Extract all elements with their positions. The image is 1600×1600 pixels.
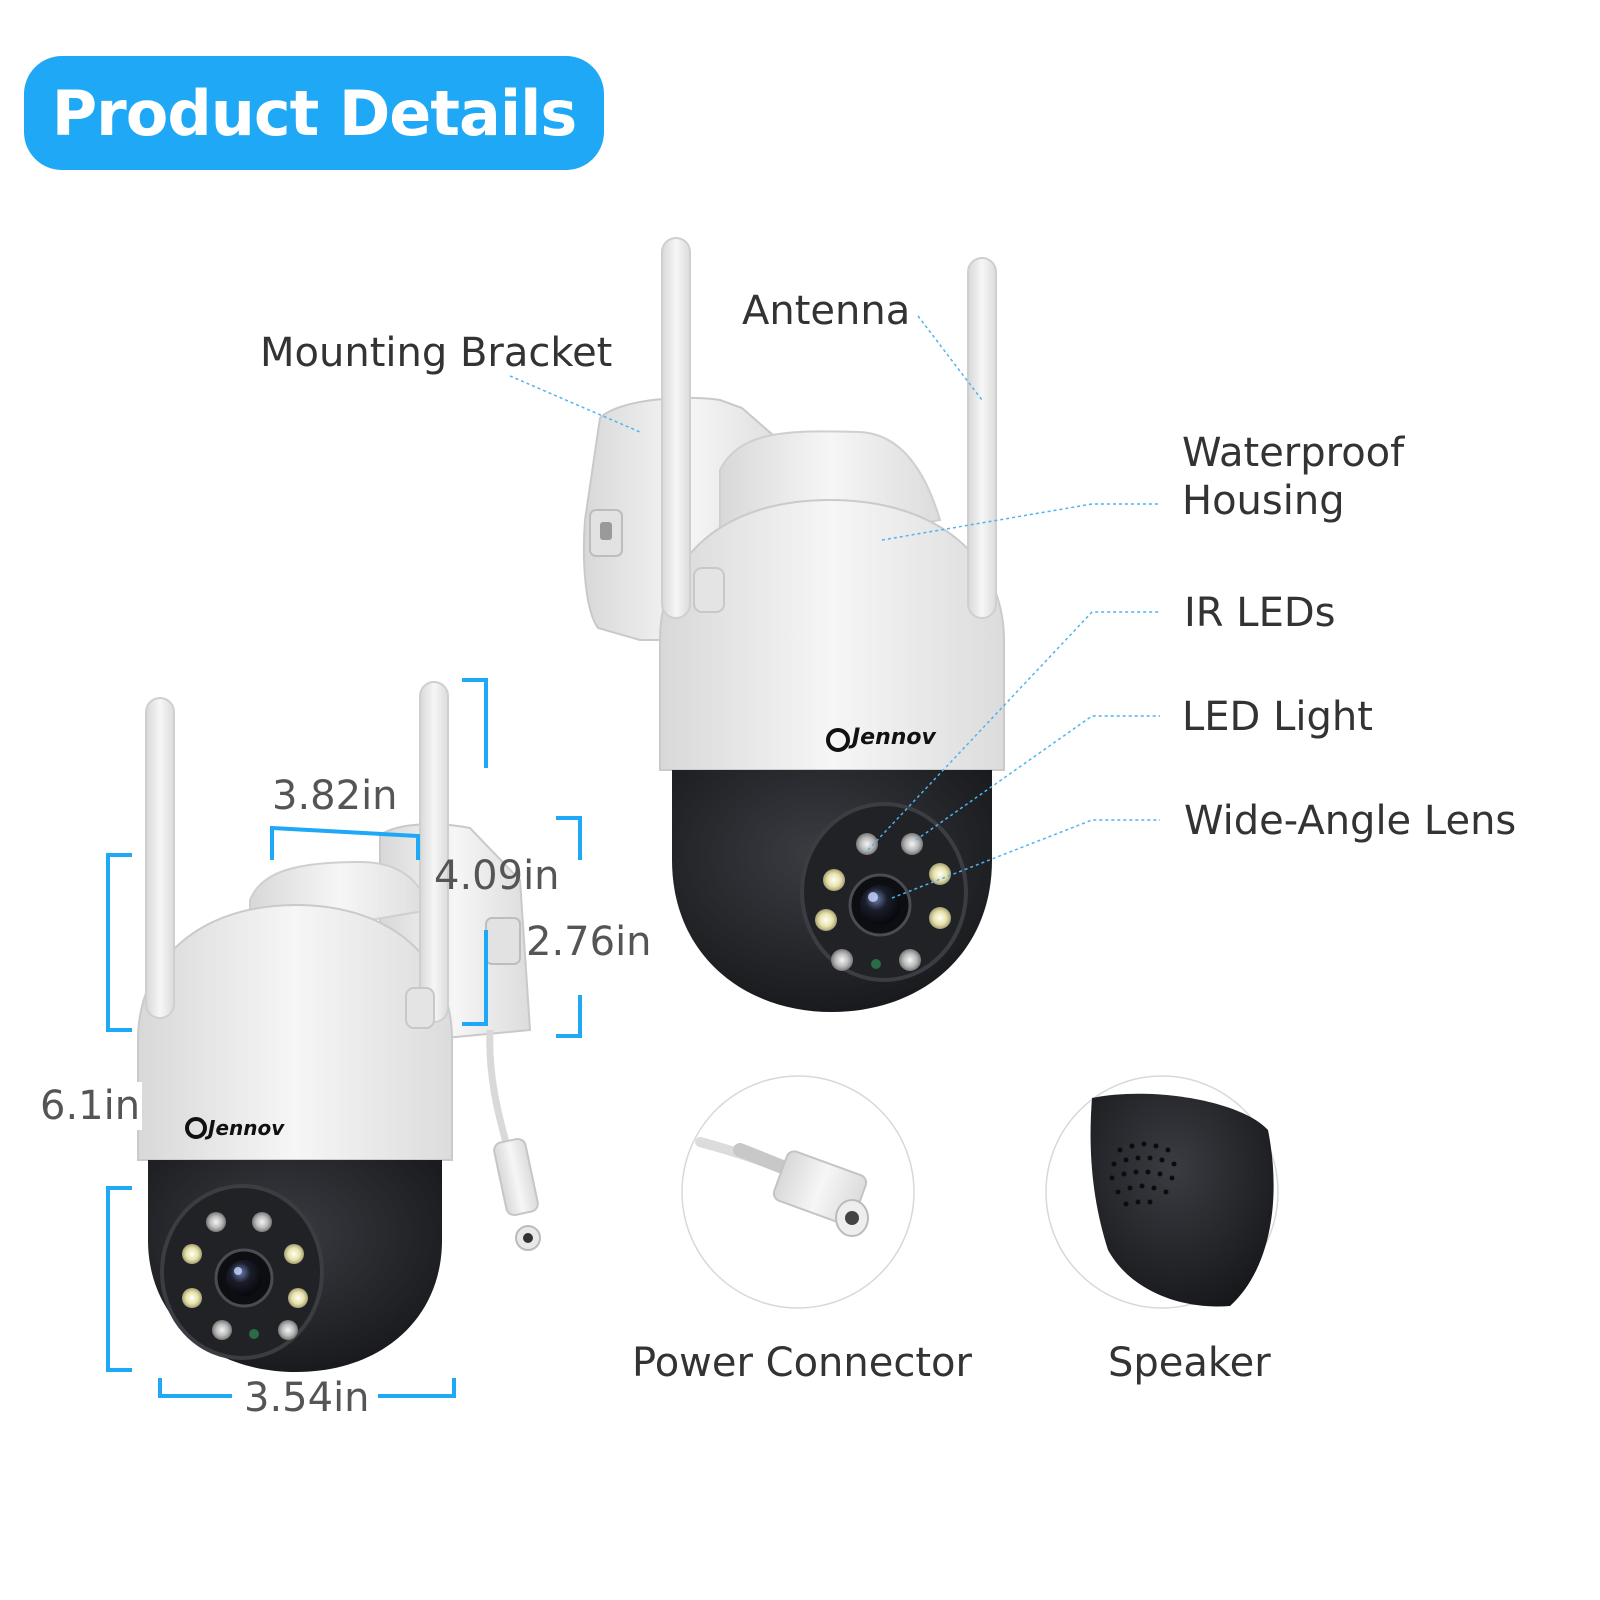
secondary-brand-logo: Jennov (208, 1116, 285, 1140)
dimension-lines (106, 678, 582, 1398)
dim-bracket-width: 3.82in (270, 772, 400, 820)
main-ir-led-group (831, 833, 923, 971)
speaker-detail (1045, 1075, 1279, 1309)
main-brand-logo: Jennov (852, 725, 936, 750)
label-ir-leds: IR LEDs (1184, 590, 1336, 636)
main-lens-shape (860, 885, 900, 925)
dim-total-height: 6.1in (38, 1082, 143, 1130)
antenna-right-shape (967, 257, 997, 619)
dim-bracket-depth: 4.09in (434, 853, 560, 899)
callout-leaders (509, 315, 1160, 899)
waterproof-housing-shape (659, 498, 1005, 771)
label-power-connector: Power Connector (632, 1340, 972, 1386)
secondary-camera (137, 681, 541, 1372)
page-title: Product Details (51, 76, 578, 150)
main-led-light-group (815, 863, 951, 931)
speaker-grille (1109, 1141, 1177, 1207)
label-waterproof-line2: Housing (1182, 478, 1345, 524)
main-camera (582, 237, 1005, 1012)
label-led-light: LED Light (1182, 694, 1373, 740)
label-waterproof-line1: Waterproof (1182, 430, 1405, 476)
label-antenna: Antenna (742, 288, 911, 334)
label-mounting-bracket: Mounting Bracket (260, 330, 613, 376)
header-pill: Product Details (24, 56, 604, 170)
dim-bracket-height: 2.76in (526, 919, 652, 965)
dim-dome-width: 3.54in (242, 1374, 372, 1422)
antenna-left-shape (661, 237, 691, 619)
label-wide-angle-lens: Wide-Angle Lens (1184, 798, 1517, 844)
label-speaker: Speaker (1108, 1340, 1271, 1386)
power-connector-detail (681, 1075, 915, 1309)
